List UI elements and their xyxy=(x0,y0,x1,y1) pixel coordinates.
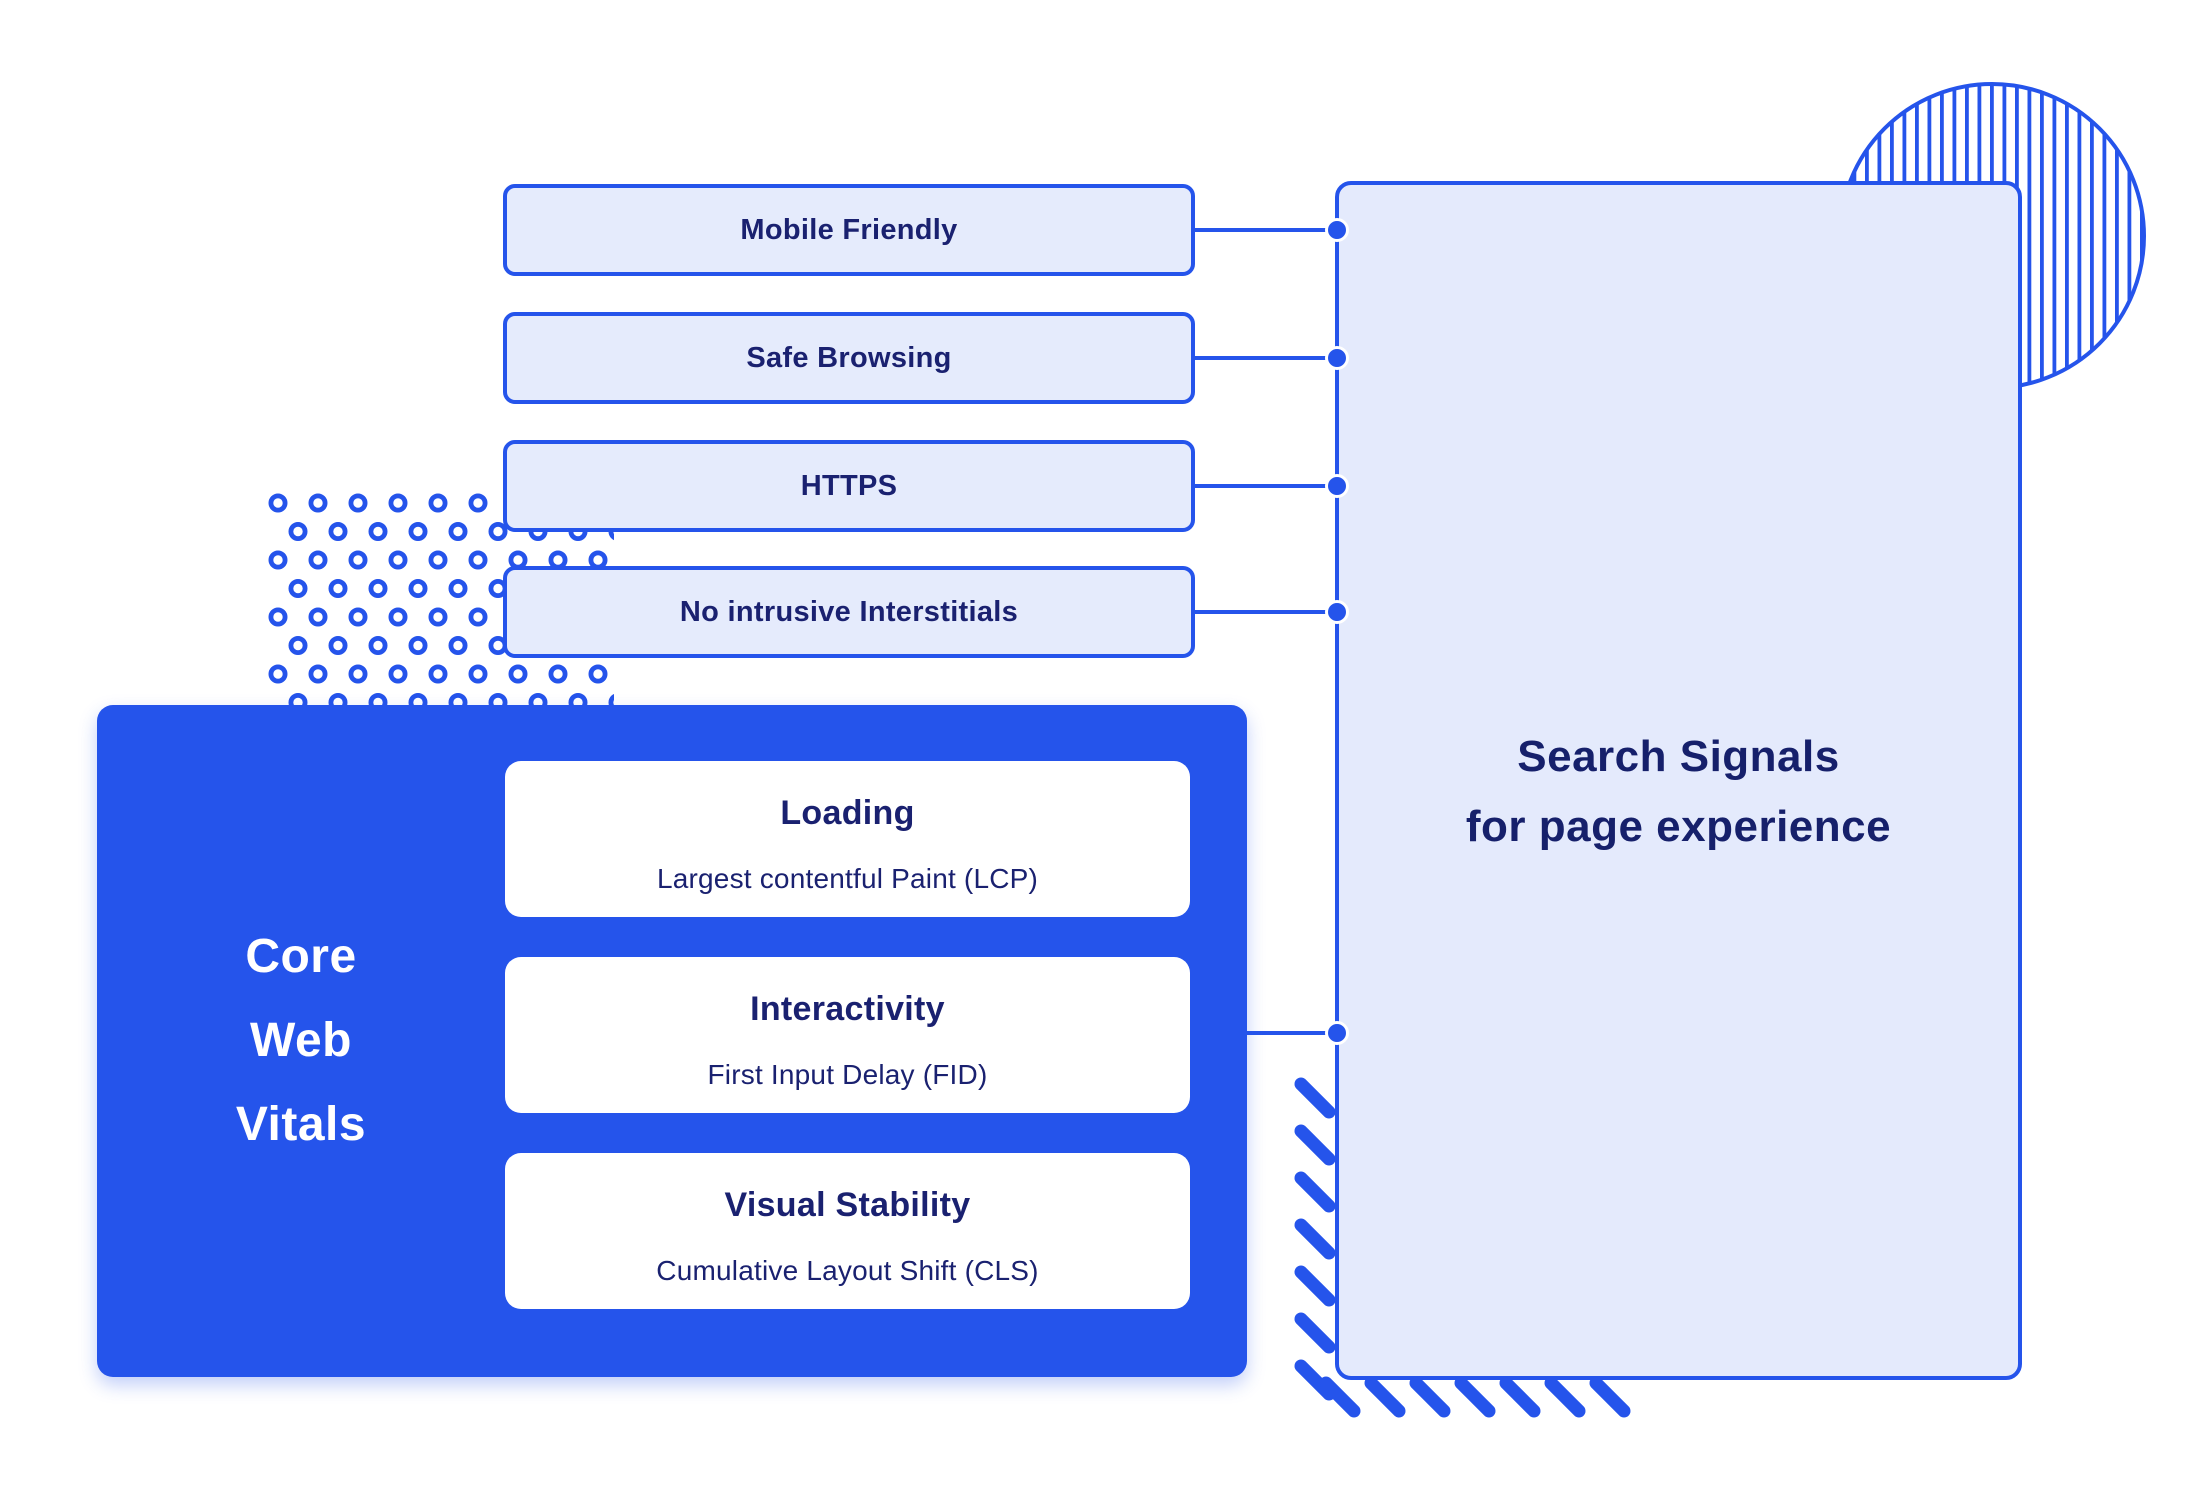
search-signals-title-line1: Search Signals xyxy=(1517,731,1840,781)
core-web-vitals-panel: Core Web Vitals Loading Largest contentf… xyxy=(97,705,1247,1377)
node-dot-https xyxy=(1325,474,1349,498)
node-dot-interstitials xyxy=(1325,600,1349,624)
metric-box-visual-stability: Visual Stability Cumulative Layout Shift… xyxy=(505,1153,1190,1309)
metric-title: Interactivity xyxy=(750,989,945,1028)
signal-box-label: Safe Browsing xyxy=(746,341,952,374)
connector-interstitials xyxy=(1195,610,1337,614)
metric-title: Loading xyxy=(780,793,915,832)
search-signals-title: Search Signals for page experience xyxy=(1466,722,1891,862)
signal-box-label: HTTPS xyxy=(800,469,898,502)
signal-box-label: No intrusive Interstitials xyxy=(679,595,1019,628)
metric-box-loading: Loading Largest contentful Paint (LCP) xyxy=(505,761,1190,917)
connector-safe-browsing xyxy=(1195,356,1337,360)
node-dot-core-web-vitals xyxy=(1325,1021,1349,1045)
connector-core-web-vitals xyxy=(1247,1031,1337,1035)
node-dot-safe-browsing xyxy=(1325,346,1349,370)
metric-subtitle: Largest contentful Paint (LCP) xyxy=(656,862,1039,894)
connector-mobile-friendly xyxy=(1195,228,1337,232)
signal-box-label: Mobile Friendly xyxy=(740,213,958,246)
signal-box-mobile-friendly: Mobile Friendly xyxy=(503,184,1195,276)
hatch-marks-decoration xyxy=(1294,1077,1631,1418)
metric-subtitle: Cumulative Layout Shift (CLS) xyxy=(656,1254,1039,1286)
metric-title: Visual Stability xyxy=(724,1185,971,1224)
metric-subtitle: First Input Delay (FID) xyxy=(707,1058,988,1090)
search-signals-title-line2: for page experience xyxy=(1465,801,1892,851)
signal-box-safe-browsing: Safe Browsing xyxy=(503,312,1195,404)
search-signals-panel: Search Signals for page experience xyxy=(1335,181,2022,1380)
core-web-vitals-title: Core Web Vitals xyxy=(235,930,367,1151)
metric-box-interactivity: Interactivity First Input Delay (FID) xyxy=(505,957,1190,1113)
signal-box-interstitials: No intrusive Interstitials xyxy=(503,566,1195,658)
signal-box-https: HTTPS xyxy=(503,440,1195,532)
node-dot-mobile-friendly xyxy=(1325,218,1349,242)
connector-https xyxy=(1195,484,1337,488)
